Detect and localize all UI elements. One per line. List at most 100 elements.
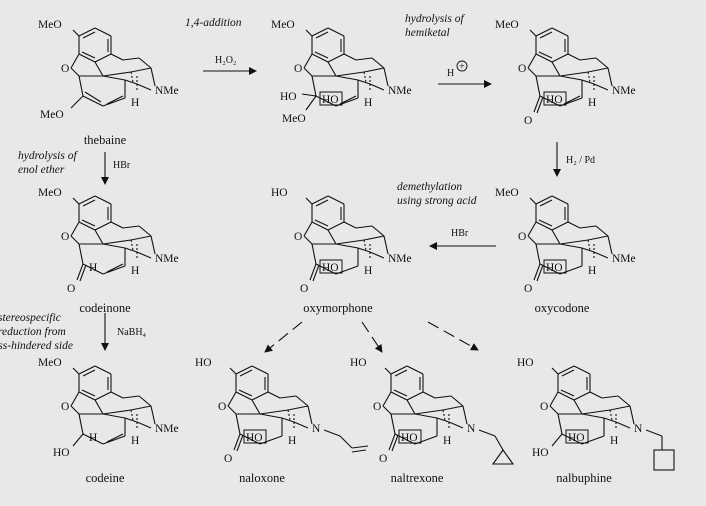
c6-hydroxy-label: HO	[53, 447, 70, 459]
top-substituent-label: MeO	[271, 19, 295, 31]
amine-label: N	[467, 423, 476, 435]
reduction-title-1: stereospecific	[0, 312, 61, 324]
reaction-arrows	[101, 67, 561, 353]
amine-label: NMe	[155, 253, 179, 265]
addition-title: 1,4-addition	[185, 17, 242, 29]
c6-substituent-label: MeO	[40, 109, 64, 121]
h-stereo-label: H	[131, 265, 139, 277]
amine-label: NMe	[612, 253, 636, 265]
arrow-to-nalbuphine	[427, 321, 479, 351]
h-stereo-label: H	[131, 97, 139, 109]
ether-oxygen-label: O	[540, 401, 548, 413]
c6-methoxy-label: MeO	[282, 113, 306, 125]
h-stereo-label: H	[364, 265, 372, 277]
c14-substituent-label: H	[89, 262, 97, 274]
c14-hydroxy-label: HO	[322, 94, 339, 106]
amine-label: N	[634, 423, 643, 435]
c14-hydroxy-box	[565, 429, 589, 444]
top-substituent-label: MeO	[38, 187, 62, 199]
ether-oxygen-label: O	[61, 63, 69, 75]
proton-charge-circle	[456, 60, 468, 72]
compound-name: codeine	[86, 471, 125, 485]
h-stereo-label: H	[443, 435, 451, 447]
reduction-title-2: reduction from	[0, 326, 66, 338]
h-stereo-label: H	[131, 435, 139, 447]
hemiketal-title-1: hydrolysis of	[405, 13, 465, 25]
top-substituent-label: HO	[517, 357, 534, 369]
enol-ether-title-2: enol ether	[18, 164, 65, 176]
c14-substituent-label: HO	[546, 262, 563, 274]
carbonyl-oxygen-label: O	[524, 283, 532, 295]
c14-substituent-label: HO	[568, 432, 585, 444]
c14-substituent-label: H	[89, 432, 97, 444]
c14-substituent-label: HO	[322, 262, 339, 274]
c14-hydroxy-box	[319, 259, 343, 274]
addition-reagent: H₂O₂	[215, 55, 236, 66]
carbonyl-oxygen-label: O	[67, 283, 75, 295]
compound-name: naloxone	[239, 471, 285, 485]
c14-hydroxy-box	[398, 429, 422, 444]
top-substituent-label: HO	[350, 357, 367, 369]
ether-oxygen-label: O	[373, 401, 381, 413]
c14-substituent-label: HO	[546, 94, 563, 106]
carbonyl-oxygen-label: O	[379, 453, 387, 465]
h-stereo-label: H	[610, 435, 618, 447]
top-substituent-label: MeO	[38, 19, 62, 31]
carbonyl-oxygen-label: O	[524, 115, 532, 127]
compound-name: nalbuphine	[556, 471, 612, 485]
enol-ether-title-1: hydrolysis of	[18, 150, 78, 162]
demethylation-reagent: HBr	[451, 228, 469, 239]
hydrogenation-reagent: H₂ / Pd	[566, 155, 595, 166]
compound-name: codeinone	[79, 301, 131, 315]
ether-oxygen-label: O	[294, 63, 302, 75]
demethylation-title-1: demethylation	[397, 181, 462, 193]
arrow-to-naloxone	[264, 321, 303, 353]
c14-hydroxy-box	[319, 91, 343, 106]
top-substituent-label: HO	[271, 187, 288, 199]
c14-hydroxy-box	[543, 259, 567, 274]
reduction-title-3: less-hindered side	[0, 340, 73, 352]
ether-oxygen-label: O	[218, 401, 226, 413]
h-stereo-label: H	[588, 97, 596, 109]
c14-hydroxy-box	[243, 429, 267, 444]
c6-hydroxy-label: HO	[280, 91, 297, 103]
h-stereo-label: H	[588, 265, 596, 277]
reduction-reagent: NaBH₄	[117, 327, 147, 338]
compound-name: oxycodone	[535, 301, 590, 315]
ether-oxygen-label: O	[518, 231, 526, 243]
top-substituent-label: MeO	[495, 187, 519, 199]
top-substituent-label: MeO	[38, 357, 62, 369]
amine-label: NMe	[388, 85, 412, 97]
hemiketal-title-2: hemiketal	[405, 27, 450, 39]
c6-hydroxy-label: HO	[532, 447, 549, 459]
h-stereo-label: H	[364, 97, 372, 109]
amine-label: N	[312, 423, 321, 435]
enol-ether-reagent: HBr	[113, 160, 131, 171]
amine-label: NMe	[155, 423, 179, 435]
c14-substituent-label: HO	[401, 432, 418, 444]
compound-name: naltrexone	[391, 471, 444, 485]
carbonyl-oxygen-label: O	[224, 453, 232, 465]
compound-name: oxymorphone	[303, 301, 373, 315]
hemiketal-reagent: H	[447, 68, 454, 79]
demethylation-title-2: using strong acid	[397, 195, 477, 207]
amine-label: NMe	[388, 253, 412, 265]
compound-name: thebaine	[84, 133, 127, 147]
c14-substituent-label: HO	[246, 432, 263, 444]
arrow-to-naltrexone	[361, 321, 383, 353]
hemiketal-charge: +	[459, 62, 465, 73]
amine-label: NMe	[155, 85, 179, 97]
molecule-nalbuphine: HO O N H HO HO nalbuphine	[517, 357, 675, 485]
ether-oxygen-label: O	[518, 63, 526, 75]
reaction-labels: 1,4-addition H₂O₂ hydrolysis of hemiketa…	[0, 13, 595, 352]
